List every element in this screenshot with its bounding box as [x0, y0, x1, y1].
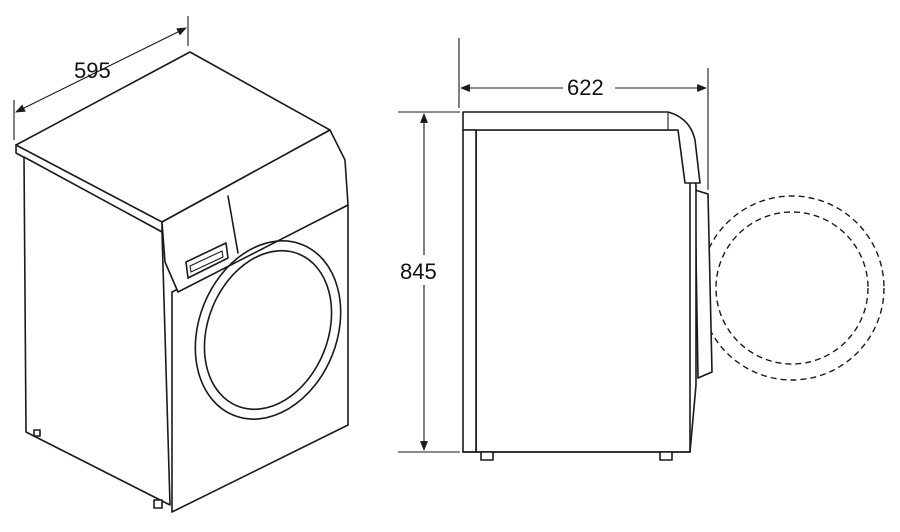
foot-front: [153, 499, 163, 509]
foot-left: [33, 429, 41, 437]
height-label-bg: [398, 255, 446, 285]
control-panel-divider: [227, 195, 239, 254]
door-inner-ring: [203, 249, 333, 411]
side-back-panel: [462, 129, 477, 453]
height-label: 845: [400, 259, 437, 284]
door-open-inner: [715, 211, 869, 365]
display-inner: [189, 250, 224, 273]
side-foot-front: [659, 451, 673, 461]
side-body: [475, 129, 697, 453]
side-view: 622 845: [398, 38, 885, 461]
door-open-outer: [699, 195, 885, 381]
width-dimension-line: [15, 27, 187, 113]
machine-left-side: [23, 156, 171, 506]
side-foot-back: [480, 451, 494, 461]
isometric-view: 595: [13, 16, 349, 513]
side-top-lid: [462, 111, 701, 184]
depth-label: 622: [567, 75, 604, 100]
door-outer-ring: [194, 240, 342, 420]
width-label: 595: [74, 58, 111, 83]
door-profile: [694, 189, 713, 379]
depth-label-bg: [563, 72, 615, 102]
